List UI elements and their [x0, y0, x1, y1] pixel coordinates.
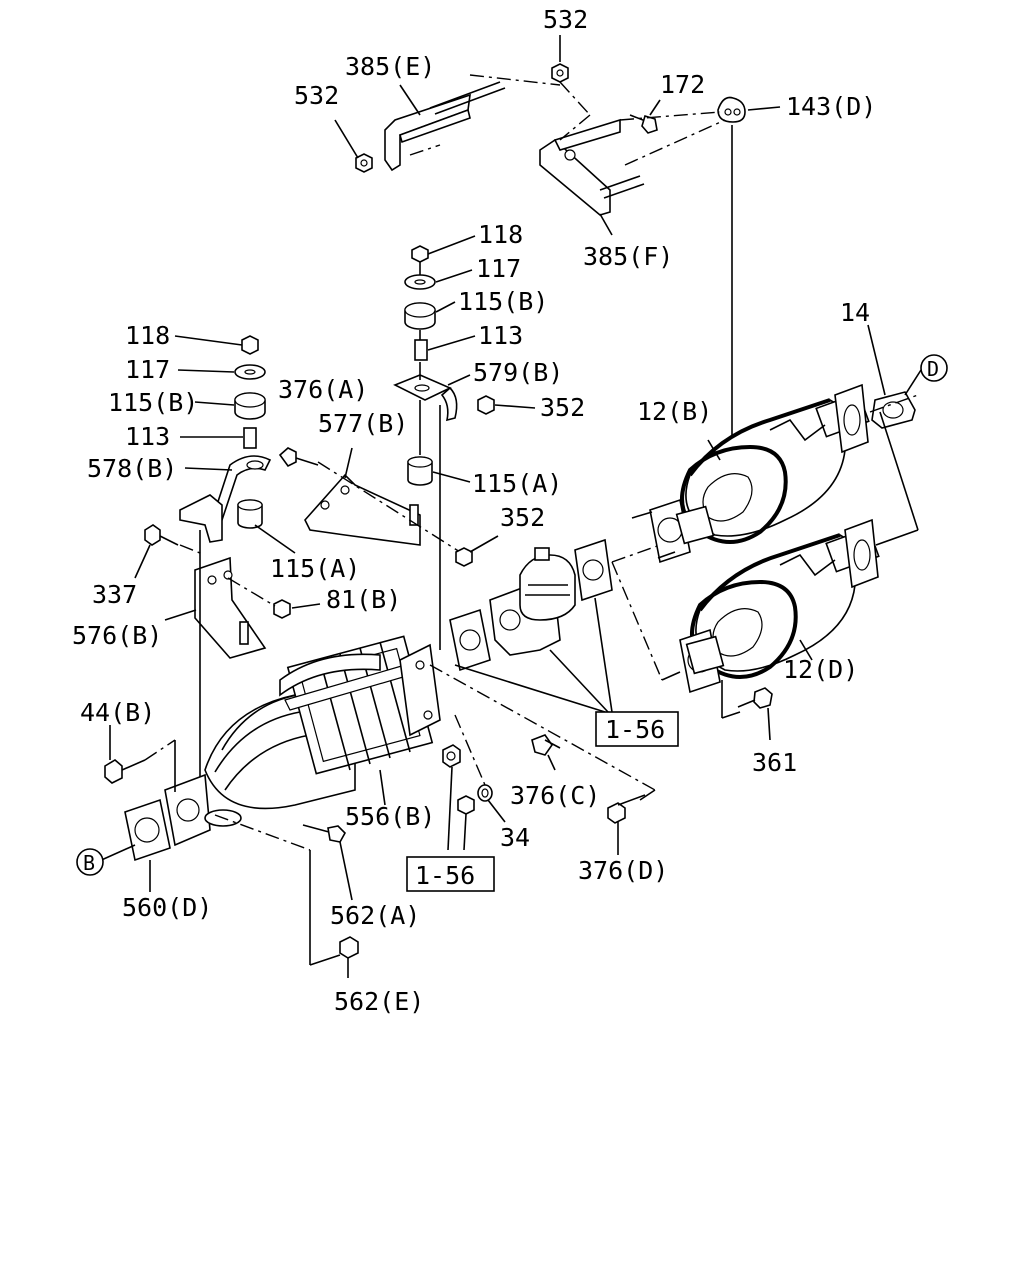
label-562-a: 562(A): [330, 901, 420, 930]
label-376-d: 376(D): [578, 856, 668, 885]
label-115a-center: 115(A): [472, 469, 562, 498]
connector-b-label: B: [83, 851, 95, 875]
label-115b-left: 115(B): [108, 388, 198, 417]
bolt-376-a: [278, 447, 319, 468]
gasket-right-flange: [574, 538, 613, 602]
label-579-b: 579(B): [473, 358, 563, 387]
gasket-left-flange: [449, 608, 491, 672]
label-577-b: 577(B): [318, 409, 408, 438]
bolt-562-e: [339, 936, 359, 978]
label-172: 172: [660, 70, 705, 99]
gasket-14: [871, 391, 916, 429]
label-556-b: 556(B): [345, 802, 435, 831]
washer-117-center: [404, 274, 436, 290]
label-576-b: 576(B): [72, 621, 162, 650]
washer-117-left: [234, 364, 266, 380]
label-560-d: 560(D): [122, 893, 212, 922]
nut-81-b: [273, 599, 291, 619]
bracket-385-e: [384, 81, 506, 172]
label-44-b: 44(B): [80, 698, 155, 727]
ref-1-56-a: 1-56: [605, 715, 665, 744]
washer-34: [477, 784, 493, 802]
bushing-115b-center: [404, 302, 436, 330]
label-12-b: 12(B): [637, 397, 712, 426]
bushing-115b-left: [234, 392, 266, 420]
label-14: 14: [840, 298, 870, 327]
bracket-385-f: [539, 118, 645, 216]
label-562-e: 562(E): [334, 987, 424, 1016]
washer-ring: [442, 744, 461, 768]
label-337: 337: [92, 580, 137, 609]
connector-d-label: D: [927, 357, 939, 381]
label-118-center: 118: [478, 220, 523, 249]
label-34: 34: [500, 823, 530, 852]
label-578-b: 578(B): [87, 454, 177, 483]
label-352-b: 352: [500, 503, 545, 532]
label-532-top: 532: [543, 5, 588, 34]
ref-1-56-b: 1-56: [415, 861, 475, 890]
nut-532-left: [355, 153, 373, 173]
connector-d-circle: [920, 354, 948, 382]
bracket-577-b: [304, 473, 421, 546]
spacer-113-left: [243, 427, 257, 449]
bolt-376-d: [607, 794, 646, 824]
muffler-12-b: [631, 383, 870, 564]
bushing-115a-left: [237, 499, 263, 529]
label-118-left: 118: [125, 321, 170, 350]
label-113-left: 113: [125, 422, 170, 451]
hanger-143-d: [717, 96, 746, 123]
label-81-b: 81(B): [326, 585, 401, 614]
catalytic-converter-556-b: [164, 635, 441, 847]
label-143-d: 143(D): [786, 92, 876, 121]
nut-lower: [457, 795, 475, 815]
label-361: 361: [752, 748, 797, 777]
muffler-12-d: [679, 518, 880, 694]
bracket-576-b: [194, 556, 267, 659]
bushing-115a-center: [407, 456, 433, 486]
label-385-f: 385(F): [583, 242, 673, 271]
nut-118-left: [241, 335, 259, 355]
label-115a-left: 115(A): [270, 554, 360, 583]
label-376-a: 376(A): [278, 375, 368, 404]
label-532-left: 532: [294, 81, 339, 110]
nut-118-center: [411, 245, 429, 263]
bracket-579-b: [393, 374, 458, 422]
clamp-376-c: [531, 734, 561, 756]
nut-352-b: [455, 547, 473, 567]
spacer-113-center: [414, 339, 428, 361]
label-113-center: 113: [478, 321, 523, 350]
label-376-c: 376(C): [510, 781, 600, 810]
gasket-560-d: [124, 798, 171, 862]
bolt-337: [144, 524, 179, 546]
nut-532-top: [551, 63, 569, 83]
bolt-172: [629, 114, 658, 134]
bolt-361: [737, 687, 773, 709]
label-115b-center: 115(B): [458, 287, 548, 316]
label-12-d: 12(D): [783, 655, 858, 684]
connector-b-circle: [76, 848, 104, 876]
label-385-e: 385(E): [345, 52, 435, 81]
nut-352-a: [477, 395, 495, 415]
label-352-a: 352: [540, 393, 585, 422]
stud-562-a: [302, 824, 346, 843]
ref-box-1-56-a: [595, 711, 679, 747]
label-117-left: 117: [125, 355, 170, 384]
adapter-housing: [489, 547, 576, 656]
label-117-center: 117: [476, 254, 521, 283]
bolt-44-b: [104, 759, 146, 784]
bracket-578-b: [179, 455, 272, 543]
ref-box-1-56-b: [406, 856, 495, 892]
